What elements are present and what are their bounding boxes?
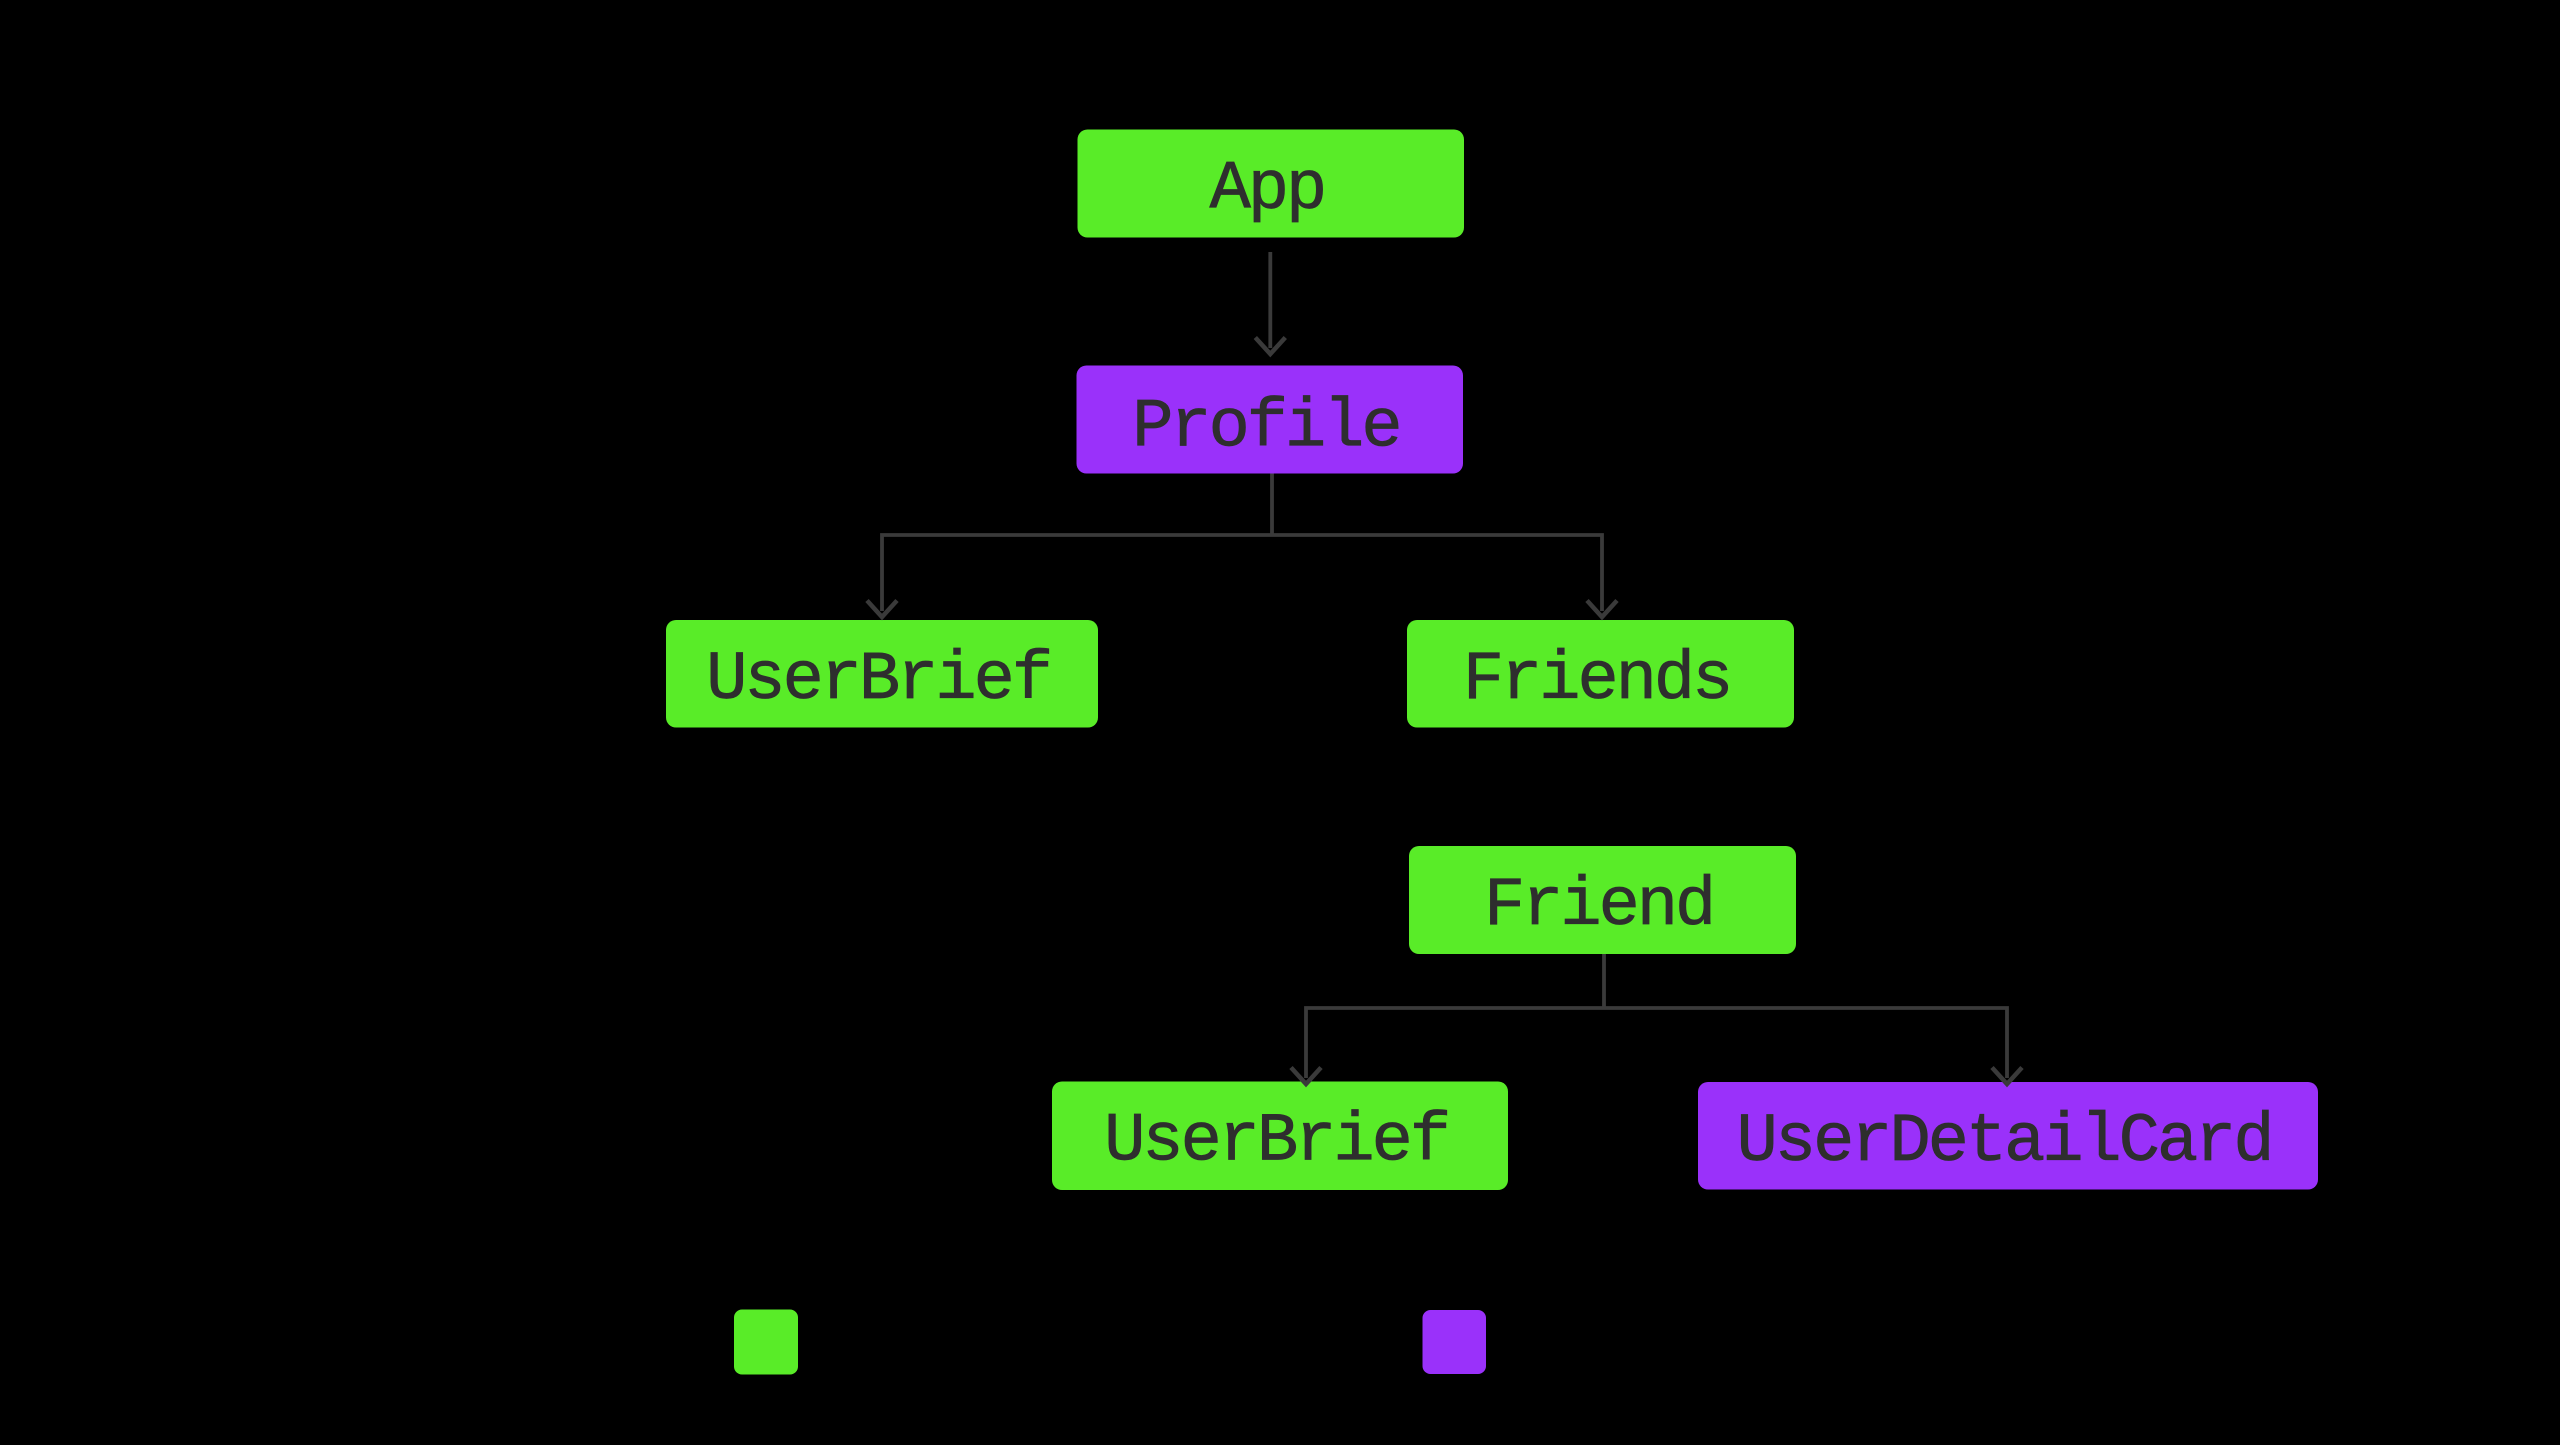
svg-text:UserBrief: UserBrief (1104, 1103, 1448, 1181)
svg-text:App: App (1209, 151, 1324, 229)
svg-text:Friends: Friends (1463, 641, 1730, 719)
svg-text:Friend: Friend (1484, 867, 1713, 945)
svg-text:UserDetailCard: UserDetailCard (1737, 1103, 2272, 1181)
svg-text:UserBrief: UserBrief (706, 641, 1050, 719)
svg-text:Profile: Profile (1132, 389, 1399, 467)
